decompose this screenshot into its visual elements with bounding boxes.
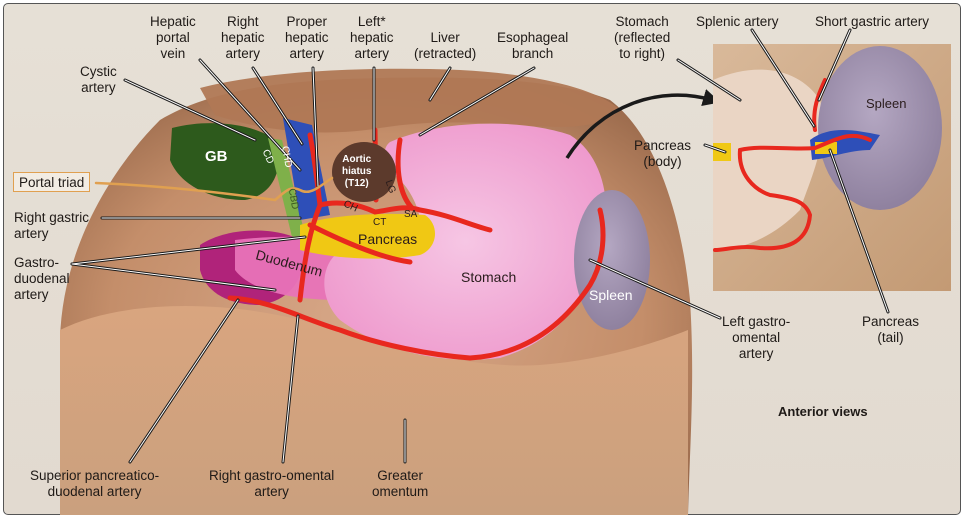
label-gb: GB — [205, 148, 228, 165]
label-stomach-reflected: Stomach (reflected to right) — [614, 14, 671, 61]
label-stomach: Stomach — [461, 269, 517, 285]
label-left-hepatic-artery: Left* hepatic artery — [350, 14, 394, 61]
leader-lines — [70, 28, 890, 464]
portal-triad-leader — [94, 176, 334, 202]
label-left-gastro-omental-artery: Left gastro- omental artery — [722, 314, 791, 361]
label-aortic-hiatus: Aortic hiatus (T12) — [342, 154, 372, 189]
label-right-gastro-omental-artery: Right gastro-omental artery — [209, 468, 335, 499]
label-superior-pancreaticoduodenal-artery: Superior pancreatico- duodenal artery — [30, 468, 160, 499]
label-pancreas: Pancreas — [358, 231, 418, 247]
label-short-gastric-artery: Short gastric artery — [815, 14, 930, 29]
label-sa: SA — [404, 209, 418, 220]
label-right-hepatic-artery: Right hepatic artery — [221, 14, 265, 61]
label-splenic-artery: Splenic artery — [696, 14, 779, 29]
reflection-arrow — [565, 89, 721, 159]
gallbladder — [170, 123, 279, 200]
spleen-main — [574, 190, 650, 330]
liver-retracted — [200, 68, 620, 133]
stomach-reflected — [713, 69, 823, 250]
label-esophageal-branch: Esophageal branch — [497, 30, 569, 61]
label-pancreas-tail: Pancreas (tail) — [862, 314, 920, 345]
label-proper-hepatic-artery: Proper hepatic artery — [285, 14, 329, 61]
label-right-gastric-artery: Right gastric artery — [14, 210, 90, 241]
label-spleen-main: Spleen — [589, 287, 633, 303]
arteries-main — [227, 127, 606, 361]
label-ct: CT — [373, 217, 387, 228]
label-spleen-inset: Spleen — [866, 96, 907, 111]
label-gastroduodenal-artery: Gastro- duodenal artery — [14, 255, 70, 302]
label-cystic-artery: Cystic artery — [80, 64, 117, 95]
label-portal-triad: Portal triad — [13, 172, 91, 192]
label-hepatic-portal-vein: Hepatic portal vein — [150, 14, 196, 61]
aortic-hiatus — [332, 142, 396, 202]
greater-omentum-region — [60, 306, 688, 515]
main-dissection-photo — [60, 68, 693, 515]
view-caption: Anterior views — [778, 404, 868, 419]
pancreas — [300, 213, 436, 259]
label-pancreas-body: Pancreas (body) — [634, 138, 692, 169]
label-greater-omentum: Greater omentum — [372, 468, 429, 499]
label-liver-retracted: Liver (retracted) — [414, 30, 477, 61]
bile-duct — [268, 138, 305, 237]
stomach — [324, 123, 607, 360]
inset-photo — [713, 44, 951, 291]
spleen-inset — [818, 46, 942, 210]
